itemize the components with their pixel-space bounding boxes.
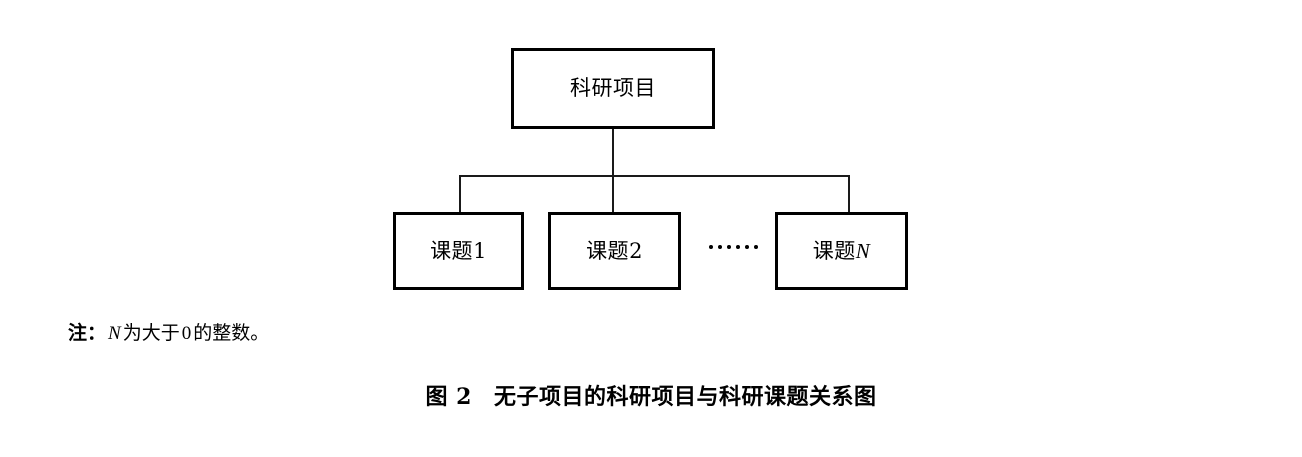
ellipsis-dot	[735, 245, 740, 249]
figure-note-text-part1: 为大于	[122, 322, 180, 344]
node-subject-2-label-base: 课题	[586, 238, 630, 263]
node-subject-n: 课题N	[775, 212, 908, 290]
ellipsis-dot	[726, 245, 731, 249]
node-subject-1: 课题1	[393, 212, 524, 290]
ellipsis-icon	[699, 236, 767, 258]
figure-note-text-part2: 的整数。	[193, 322, 270, 344]
node-research-project: 科研项目	[511, 48, 715, 129]
node-subject-1-label: 课题1	[430, 238, 487, 263]
node-subject-n-label-base: 课题	[812, 238, 856, 263]
connector-horizontal-bar	[459, 175, 850, 177]
node-subject-2-label-suffix: 2	[629, 238, 643, 263]
node-subject-n-label: 课题N	[812, 238, 871, 263]
ellipsis-dot	[717, 245, 722, 249]
figure-note-variable: N	[108, 323, 121, 344]
connector-drop-to-subject-n	[848, 175, 850, 212]
ellipsis-dot	[753, 245, 758, 249]
figure-caption-title: 无子项目的科研项目与科研课题关系图	[493, 384, 877, 410]
node-subject-2-label: 课题2	[586, 238, 643, 263]
ellipsis-dot	[708, 245, 713, 249]
node-research-project-label: 科研项目	[570, 76, 656, 100]
figure-note-number: 0	[181, 323, 192, 344]
figure-note-label: 注：	[68, 322, 107, 344]
figure-caption-prefix: 图 2	[425, 384, 472, 410]
node-subject-1-label-base: 课题	[430, 238, 474, 263]
node-subject-1-label-suffix: 1	[473, 238, 487, 263]
node-subject-n-label-suffix: N	[855, 238, 871, 263]
connector-vertical-stem	[612, 129, 614, 212]
node-subject-2: 课题2	[548, 212, 681, 290]
figure-caption: 图 2 无子项目的科研项目与科研课题关系图	[0, 382, 1302, 412]
connector-drop-to-subject-1	[459, 175, 461, 212]
ellipsis-dot	[744, 245, 749, 249]
